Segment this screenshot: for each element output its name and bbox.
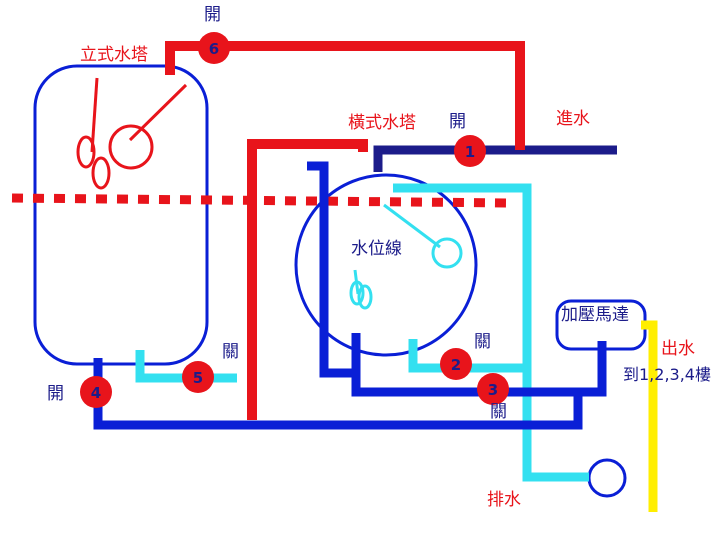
- valve-3[interactable]: 3: [477, 373, 509, 405]
- horizontal-tower-tank: [294, 173, 478, 357]
- valve-5-number: 5: [193, 369, 203, 387]
- valve-1-state: 開: [449, 112, 466, 132]
- float-loop: [91, 156, 111, 190]
- horizontal-tower-label: 橫式水塔: [348, 113, 416, 133]
- float-loop: [349, 280, 365, 306]
- water-level-dashed-line: [11, 193, 513, 208]
- water-level-label: 水位線: [351, 239, 402, 259]
- valve-6-number: 6: [209, 40, 219, 58]
- valve-5[interactable]: 5: [182, 361, 214, 393]
- valve-3-state: 關: [490, 402, 507, 422]
- float-loop: [357, 284, 373, 310]
- float-ball-icon: [431, 237, 463, 269]
- valve-6-state: 開: [204, 5, 221, 25]
- valve-5-state: 關: [222, 342, 239, 362]
- water-in-label: 進水: [556, 109, 590, 129]
- valve-2-number: 2: [451, 356, 461, 374]
- booster-motor-label: 加壓馬達: [561, 305, 629, 325]
- valve-6[interactable]: 6: [198, 32, 230, 64]
- valve-3-number: 3: [488, 381, 498, 399]
- valve-4-number: 4: [91, 384, 101, 402]
- to-floors-label: 到1,2,3,4樓: [623, 365, 711, 384]
- valve-1-number: 1: [465, 143, 475, 161]
- drain-label: 排水: [487, 490, 521, 510]
- valve-1[interactable]: 1: [454, 135, 486, 167]
- inlet-pipe: [373, 145, 617, 172]
- vertical-tower-label: 立式水塔: [80, 45, 148, 65]
- drain-pipe-cyan: [393, 183, 589, 482]
- valve-4-state: 開: [47, 384, 64, 404]
- float-ball-icon: [108, 124, 154, 170]
- drain-pipe-cyan: [408, 339, 527, 373]
- vertical-tower-tank: [33, 64, 209, 366]
- feed-pipe-red: [165, 41, 525, 150]
- float-arm: [383, 203, 441, 249]
- valve-2-state: 關: [474, 332, 491, 352]
- outlet-pipe-yellow: [641, 320, 658, 512]
- float-rod: [90, 77, 99, 153]
- float-arm: [128, 83, 188, 142]
- supply-pipe-blue: [307, 161, 356, 378]
- valve-2[interactable]: 2: [440, 348, 472, 380]
- drain-outlet: [587, 458, 627, 498]
- feed-pipe-red: [247, 139, 368, 420]
- water-out-label: 出水: [661, 339, 695, 359]
- float-loop: [76, 135, 96, 169]
- valve-4[interactable]: 4: [80, 376, 112, 408]
